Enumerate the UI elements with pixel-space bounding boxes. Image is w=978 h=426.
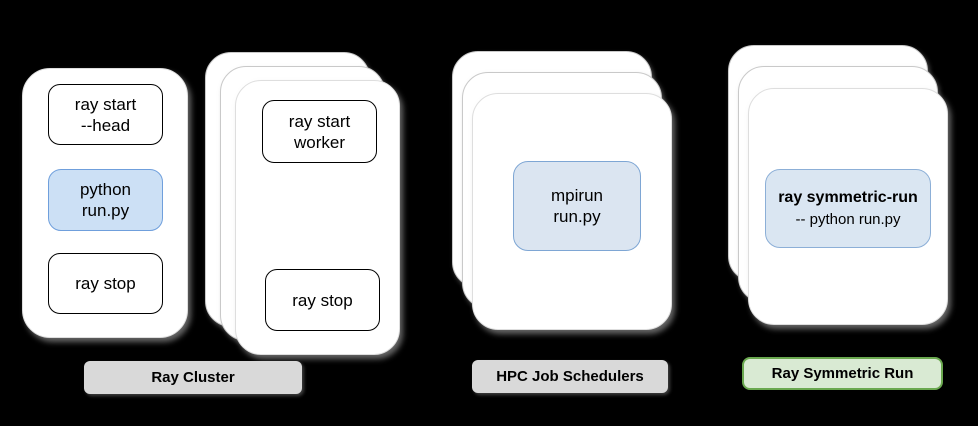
cmd-line: run.py	[81, 201, 130, 220]
symmetric-run-box: ray symmetric-run -- python run.py	[765, 169, 931, 248]
cmd-line: worker	[293, 132, 345, 152]
mpirun-box: mpirun run.py	[513, 161, 641, 251]
cmd-line-bold: ray symmetric-run	[778, 189, 918, 206]
ray-cluster-label: Ray Cluster	[84, 361, 302, 394]
worker-ray-stop-box: ray stop	[265, 269, 380, 331]
cmd-line: mpirun	[551, 186, 603, 205]
ray-symmetric-run-label: Ray Symmetric Run	[742, 357, 943, 390]
ray-start-head-box: ray start --head	[48, 84, 163, 145]
python-run-box: python run.py	[48, 169, 163, 231]
cmd-line: ray start	[288, 111, 351, 131]
worker-node-card: ray start worker ray stop	[235, 80, 400, 355]
cmd-line: python	[79, 180, 132, 199]
ray-stop-box: ray stop	[48, 253, 163, 314]
cmd-line: ray start	[74, 94, 137, 114]
ray-start-worker-box: ray start worker	[262, 100, 377, 163]
cmd-line: ray stop	[292, 290, 353, 310]
symmetric-node-card: ray symmetric-run -- python run.py	[748, 88, 948, 325]
hpc-node-card: mpirun run.py	[472, 93, 672, 330]
hpc-schedulers-label: HPC Job Schedulers	[472, 360, 668, 393]
head-node-card: ray start --head python run.py ray stop	[22, 68, 188, 338]
cmd-line: run.py	[553, 207, 601, 226]
cmd-line: --head	[80, 115, 131, 135]
cmd-line: ray stop	[75, 274, 136, 293]
cmd-line: -- python run.py	[795, 211, 901, 228]
